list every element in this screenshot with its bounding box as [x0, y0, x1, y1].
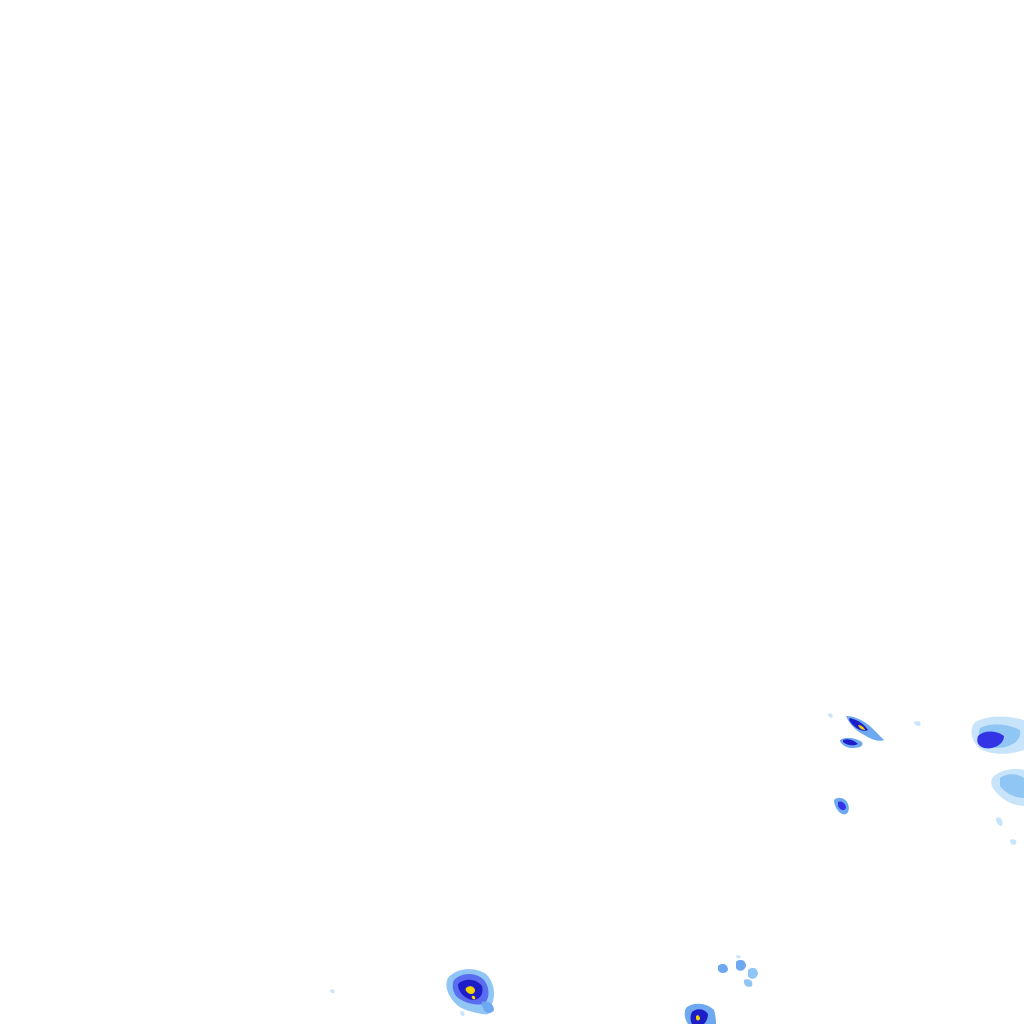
echo-fragment-6	[330, 989, 335, 994]
echo-scatter-1	[718, 963, 728, 973]
echo-twin-cells-b	[840, 737, 863, 748]
echo-scatter-3	[748, 967, 758, 979]
echo-fragment-3	[828, 713, 833, 718]
echo-east-upper	[971, 716, 1024, 754]
echo-south-large-tail	[481, 1001, 494, 1013]
echo-scatter-4	[744, 979, 753, 987]
echo-east-fragments	[330, 713, 1017, 1016]
echo-east-upper-core	[977, 731, 1004, 749]
echo-south-large-peak	[465, 986, 475, 994]
echo-south-small-peak	[696, 1015, 700, 1021]
echo-twin-b-core	[843, 739, 858, 746]
echo-south-small	[684, 1003, 716, 1024]
echo-twin-cells-a	[846, 716, 884, 741]
echo-south-scatter	[718, 955, 758, 987]
echo-fragment-1	[996, 817, 1003, 826]
echo-east-lower	[991, 768, 1024, 806]
echo-scatter-2	[736, 959, 746, 971]
echo-south-large	[446, 969, 494, 1015]
echo-fragment-2	[914, 721, 921, 726]
echo-small-cell	[834, 797, 849, 815]
echo-scatter-5	[736, 955, 741, 959]
echo-small-cell-core	[838, 801, 846, 811]
echo-fragment-5	[1010, 839, 1017, 845]
echo-fragment-4	[460, 1011, 465, 1016]
echo-south-large-peak-2	[471, 995, 476, 1000]
echo-twin-a-peak	[858, 725, 865, 730]
echo-east-lower-mid	[1000, 774, 1024, 798]
